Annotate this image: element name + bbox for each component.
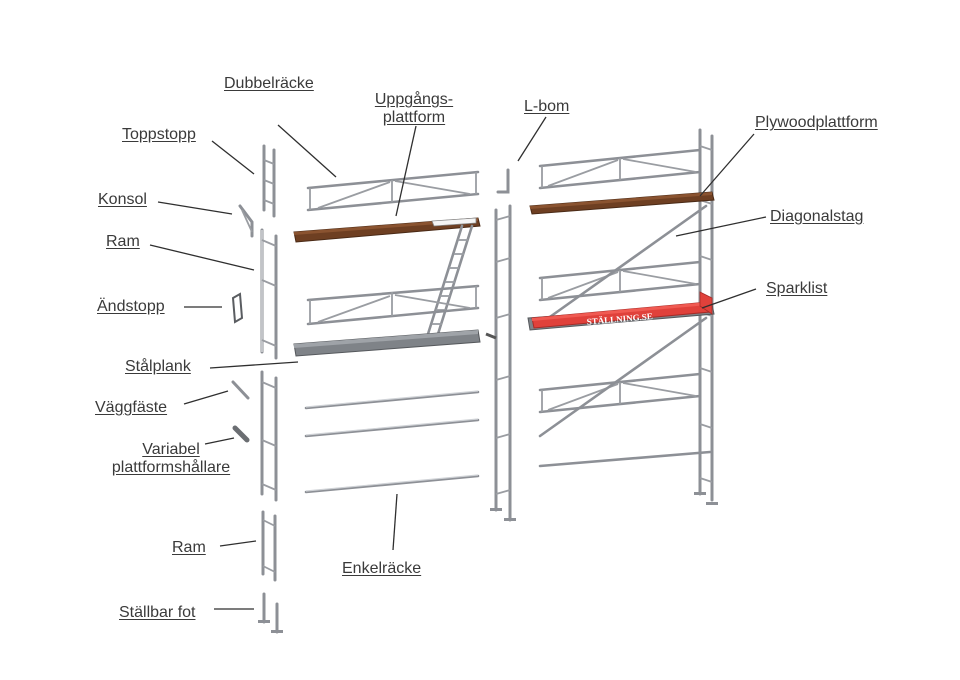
leader-stalplank <box>209 361 299 369</box>
konsol-part <box>238 204 254 238</box>
vaggfaste-part <box>231 380 250 400</box>
dubbelracke-middle-part <box>306 284 480 326</box>
andstopp-part <box>231 292 244 324</box>
uppgangsplattform-part <box>293 217 481 243</box>
ram-bottom-part <box>261 510 277 582</box>
leader-diagonalstag <box>675 216 767 237</box>
label-dubbelracke[interactable]: Dubbelräcke <box>224 75 314 92</box>
leader-plywood <box>699 133 755 197</box>
leader-toppstopp <box>211 140 255 175</box>
label-plywoodplattform[interactable]: Plywoodplattform <box>755 114 878 131</box>
label-toppstopp[interactable]: Toppstopp <box>122 126 196 143</box>
label-konsol[interactable]: Konsol <box>98 191 147 208</box>
label-andstopp[interactable]: Ändstopp <box>97 298 165 315</box>
toppstopp-part <box>262 144 276 218</box>
label-variabel-plattformshallare[interactable]: Variabel plattformshållare <box>96 441 246 477</box>
label-variabel-line2[interactable]: plattformshållare <box>111 459 231 476</box>
label-lbom[interactable]: L-bom <box>524 98 570 115</box>
stallbar-fot-part <box>258 592 283 634</box>
label-uppgangs-line1[interactable]: Uppgångs- <box>374 91 454 108</box>
ram-top-part <box>260 228 278 360</box>
variabel-part <box>232 425 250 443</box>
label-vaggfaste[interactable]: Väggfäste <box>95 399 168 416</box>
assembled-scaffold: STÄLLNING.SE <box>527 128 718 505</box>
leader-ram-top <box>149 244 255 271</box>
dubbelracke-part <box>306 170 480 212</box>
ladder-part <box>426 224 474 336</box>
label-uppgangs-line2[interactable]: plattform <box>382 109 446 126</box>
leader-sparklist <box>701 288 757 309</box>
label-uppgangsplattform[interactable]: Uppgångs- plattform <box>364 91 464 127</box>
leader-konsol <box>157 201 233 215</box>
leader-lines <box>149 116 767 610</box>
leader-lbom <box>517 116 547 162</box>
label-stalplank[interactable]: Stålplank <box>125 358 191 375</box>
enkelracke-part <box>304 390 480 494</box>
label-stallbar-fot[interactable]: Ställbar fot <box>119 604 196 621</box>
leader-uppgangs <box>395 125 417 217</box>
ram-middle-part <box>260 370 278 502</box>
label-diagonalstag[interactable]: Diagonalstag <box>770 208 864 225</box>
stalplank-part <box>293 329 481 357</box>
label-ram-top[interactable]: Ram <box>106 233 140 250</box>
lbom-part <box>496 168 510 194</box>
label-enkelracke[interactable]: Enkelräcke <box>342 560 422 577</box>
label-variabel-line1[interactable]: Variabel <box>142 441 200 458</box>
label-sparklist[interactable]: Sparklist <box>766 280 828 297</box>
label-ram-bottom[interactable]: Ram <box>172 539 206 556</box>
leader-dubbelracke <box>277 124 337 178</box>
leader-enkelracke <box>392 493 398 551</box>
center-frame-part <box>485 204 516 522</box>
leader-variabel <box>204 437 235 445</box>
leader-ram-bottom <box>219 540 257 547</box>
leader-vaggfaste <box>183 390 229 405</box>
